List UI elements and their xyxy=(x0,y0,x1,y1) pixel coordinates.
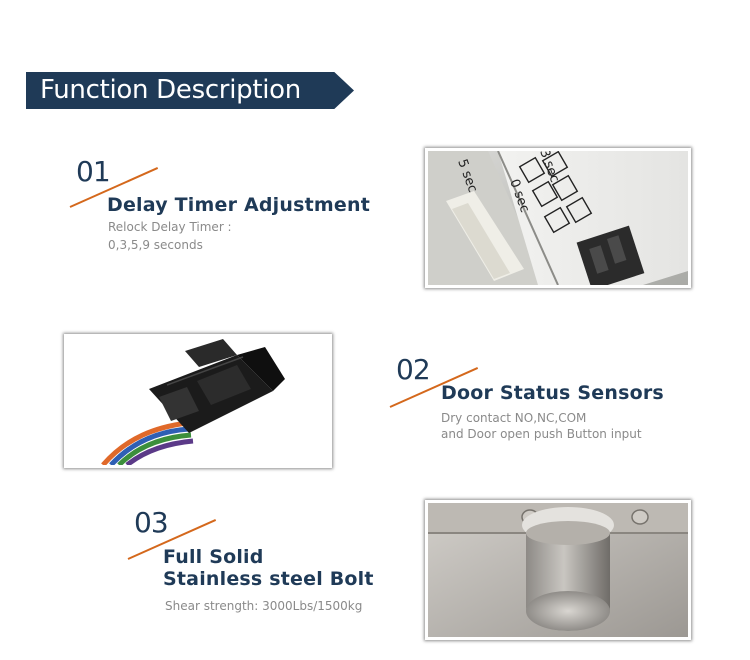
photo-connector-cable xyxy=(64,334,332,468)
feature-title-03-line1: Full Solid xyxy=(163,546,264,568)
feature-number-02: 02 xyxy=(396,353,431,386)
feature-number-03: 03 xyxy=(134,506,169,539)
photo-steel-bolt xyxy=(425,500,691,640)
feature-desc-02-line1: Dry contact NO,NC,COM xyxy=(441,411,587,425)
feature-title-03-line2: Stainless steel Bolt xyxy=(163,568,374,590)
feature-desc-01-line2: 0,3,5,9 seconds xyxy=(108,238,203,252)
feature-title-02: Door Status Sensors xyxy=(441,382,664,404)
photo-delay-timer: 5 sec 3 sec 0 sec xyxy=(425,148,691,288)
feature-desc-02-line2: and Door open push Button input xyxy=(441,427,642,441)
feature-desc-01-line1: Relock Delay Timer : xyxy=(108,220,232,234)
feature-desc-03-line1: Shear strength: 3000Lbs/1500kg xyxy=(165,599,363,613)
section-title: Function Description xyxy=(40,75,301,105)
feature-title-01: Delay Timer Adjustment xyxy=(107,194,370,216)
section-banner: Function Description xyxy=(26,72,354,109)
feature-number-01: 01 xyxy=(76,155,111,188)
